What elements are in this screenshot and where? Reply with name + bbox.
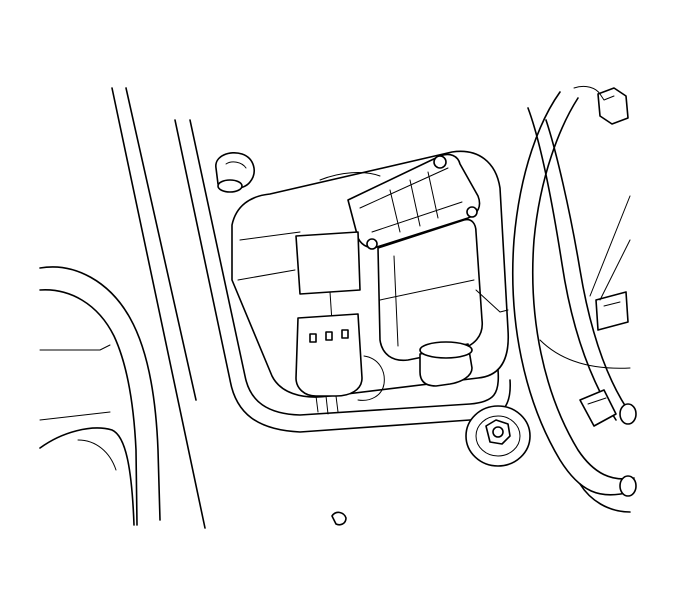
panel-outer-contour (174, 119, 511, 433)
actuator-bracket (347, 153, 481, 250)
lower-right-housing (539, 339, 631, 513)
small-clip (331, 511, 347, 526)
electrical-connector (295, 231, 385, 415)
mounting-nut-lower (465, 405, 531, 467)
panel-opening (231, 150, 510, 398)
right-side-bracket (589, 195, 631, 331)
actuator-motor (377, 218, 509, 387)
left-duct-housing (39, 266, 161, 526)
harness-connector-upper (573, 85, 629, 125)
trim-edges (111, 87, 206, 529)
mounting-bolt-upper (215, 152, 255, 193)
harness-clip-lower (579, 389, 617, 427)
